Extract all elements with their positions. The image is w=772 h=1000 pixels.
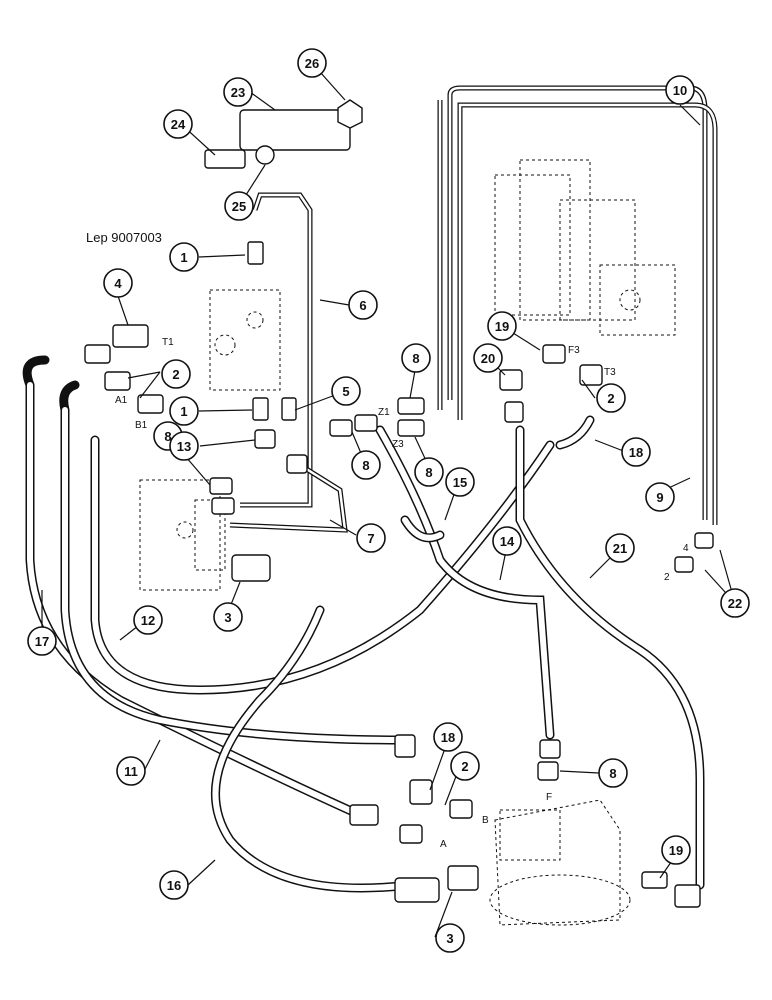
callout-19-a: 19 <box>487 311 517 341</box>
svg-text:1: 1 <box>180 404 187 419</box>
callout-2-a: 2 <box>161 359 191 389</box>
svg-text:8: 8 <box>425 465 432 480</box>
svg-text:25: 25 <box>232 199 246 214</box>
port-label-4: 4 <box>683 543 689 554</box>
svg-text:26: 26 <box>305 56 319 71</box>
callout-3-a: 3 <box>213 602 243 632</box>
callout-5: 5 <box>331 376 361 406</box>
fittings <box>84 99 714 908</box>
svg-text:14: 14 <box>500 534 515 549</box>
svg-text:6: 6 <box>359 298 366 313</box>
callout-9: 9 <box>645 482 675 512</box>
svg-text:18: 18 <box>441 730 455 745</box>
steel-pipe-10 <box>437 85 718 525</box>
steel-pipe-6-7 <box>229 192 348 533</box>
flexible-hoses <box>22 355 705 893</box>
port-label-Z3: Z3 <box>392 439 404 450</box>
callout-2-c: 2 <box>450 751 480 781</box>
callout-25: 25 <box>224 191 254 221</box>
svg-text:10: 10 <box>673 83 687 98</box>
control-valve-block <box>494 159 676 336</box>
svg-text:8: 8 <box>412 351 419 366</box>
svg-text:21: 21 <box>613 541 627 556</box>
port-label-2: 2 <box>664 572 670 583</box>
callout-21: 21 <box>605 533 635 563</box>
svg-text:2: 2 <box>172 367 179 382</box>
svg-text:17: 17 <box>35 634 49 649</box>
callout-4: 4 <box>103 268 133 298</box>
svg-text:9: 9 <box>656 490 663 505</box>
port-label-T3: T3 <box>604 367 616 378</box>
svg-text:8: 8 <box>164 429 171 444</box>
callout-1-a: 1 <box>169 242 199 272</box>
diverter-block <box>139 479 226 591</box>
svg-text:12: 12 <box>141 613 155 628</box>
callout-8-b: 8 <box>401 343 431 373</box>
callout-12: 12 <box>133 605 163 635</box>
svg-text:19: 19 <box>495 319 509 334</box>
port-label-A1: A1 <box>115 395 128 406</box>
callout-13: 13 <box>169 431 199 461</box>
svg-text:3: 3 <box>224 610 231 625</box>
callout-8-d: 8 <box>414 457 444 487</box>
callout-14: 14 <box>492 526 522 556</box>
selector-valve <box>209 289 281 391</box>
svg-text:7: 7 <box>367 531 374 546</box>
callout-3-b: 3 <box>435 923 465 953</box>
callout-2-b: 2 <box>596 383 626 413</box>
callout-20: 20 <box>473 343 503 373</box>
port-label-F: F <box>546 792 552 803</box>
callout-6: 6 <box>348 290 378 320</box>
port-label-B: B <box>482 815 489 826</box>
svg-text:3: 3 <box>446 931 453 946</box>
callout-22: 22 <box>720 588 750 618</box>
svg-text:18: 18 <box>629 445 643 460</box>
callout-15: 15 <box>445 467 475 497</box>
svg-text:2: 2 <box>461 759 468 774</box>
hydraulic-motor <box>489 799 631 926</box>
svg-text:2: 2 <box>607 391 614 406</box>
port-label-T1: T1 <box>162 337 174 348</box>
callout-8-e: 8 <box>598 758 628 788</box>
callout-23: 23 <box>223 77 253 107</box>
callout-26: 26 <box>297 48 327 78</box>
reference-code: Lep 9007003 <box>86 230 162 245</box>
callout-17: 17 <box>27 626 57 656</box>
callouts: 1 1 2 2 2 3 3 4 5 6 7 8 8 8 8 8 9 10 11 … <box>27 48 750 953</box>
svg-text:19: 19 <box>669 843 683 858</box>
svg-text:13: 13 <box>177 439 191 454</box>
port-label-Z1: Z1 <box>378 407 390 418</box>
port-label-F3: F3 <box>568 345 580 356</box>
svg-text:8: 8 <box>362 458 369 473</box>
callout-24: 24 <box>163 109 193 139</box>
svg-text:23: 23 <box>231 85 245 100</box>
svg-text:8: 8 <box>609 766 616 781</box>
callout-11: 11 <box>116 756 146 786</box>
callout-18-b: 18 <box>621 437 651 467</box>
port-labels: T1 A1 B1 Z1 Z3 F3 T3 4 2 F A B <box>115 337 689 850</box>
callout-8-c: 8 <box>351 450 381 480</box>
leader-lines <box>41 62 736 938</box>
svg-text:4: 4 <box>114 276 122 291</box>
svg-text:20: 20 <box>481 351 495 366</box>
svg-text:22: 22 <box>728 596 742 611</box>
svg-text:16: 16 <box>167 878 181 893</box>
svg-text:15: 15 <box>453 475 467 490</box>
svg-text:1: 1 <box>180 250 187 265</box>
callout-18-a: 18 <box>433 722 463 752</box>
port-label-B1: B1 <box>135 420 148 431</box>
svg-text:24: 24 <box>171 117 186 132</box>
svg-text:5: 5 <box>342 384 349 399</box>
callout-10: 10 <box>665 75 695 105</box>
callout-16: 16 <box>159 870 189 900</box>
callout-7: 7 <box>356 523 386 553</box>
callout-1-b: 1 <box>169 396 199 426</box>
callout-19-b: 19 <box>661 835 691 865</box>
svg-text:11: 11 <box>124 764 138 779</box>
port-label-A: A <box>440 839 447 850</box>
